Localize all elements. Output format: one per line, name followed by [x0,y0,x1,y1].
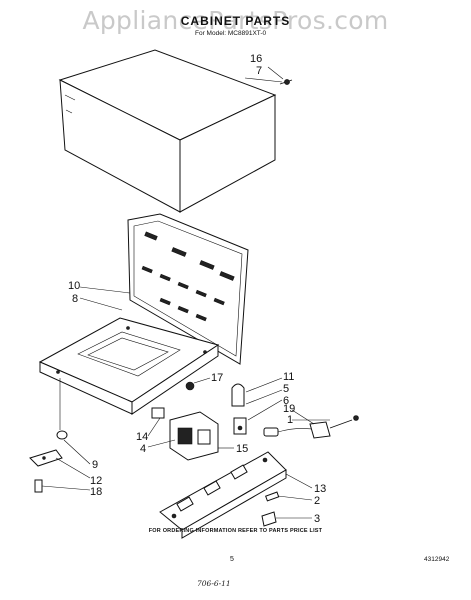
callout-2: 2 [314,495,320,507]
callout-5: 5 [283,383,289,395]
base-plate [38,317,220,430]
callout-4: 4 [140,443,146,455]
model-line: For Model: MC8891XT-0 [195,30,267,37]
part-number: 4312942 [424,556,450,563]
back-panel [79,213,249,365]
callout-17: 17 [211,372,223,384]
callout-6: 6 [283,395,289,407]
cabinet-wrapper [58,49,277,213]
handwritten-date: 706-6-11 [197,579,231,588]
fuse-and-cord [263,409,359,439]
callout-1: 1 [287,414,293,426]
callout-15: 15 [236,443,248,455]
page-number: 5 [230,556,234,563]
callout-11: 11 [283,371,294,383]
bottom-plate [159,451,313,539]
foot-and-bracket [29,430,91,493]
callout-7: 7 [256,65,262,77]
callout-14: 14 [136,431,148,443]
small-parts [261,491,313,527]
callout-10: 10 [68,280,80,292]
transformer [147,411,234,461]
thermal-fuse [185,377,211,391]
callout-labels: 16 7 10 8 17 11 5 6 19 1 14 4 15 9 12 18… [68,53,326,525]
callout-13: 13 [314,483,326,495]
screw-16 [244,66,293,85]
watermark: AppliancePartsPros.com [82,6,389,35]
capacitor [147,407,165,437]
callout-12: 12 [90,475,102,487]
callout-16: 16 [250,53,262,65]
callout-9: 9 [92,459,98,471]
callout-8: 8 [72,293,78,305]
switch-assembly [231,377,283,435]
callout-3: 3 [314,513,320,525]
ordering-note: FOR ORDERING INFORMATION REFER TO PARTS … [148,528,323,534]
callout-19: 19 [283,403,295,415]
page-title: CABINET PARTS [180,14,291,28]
callout-18: 18 [90,486,102,498]
